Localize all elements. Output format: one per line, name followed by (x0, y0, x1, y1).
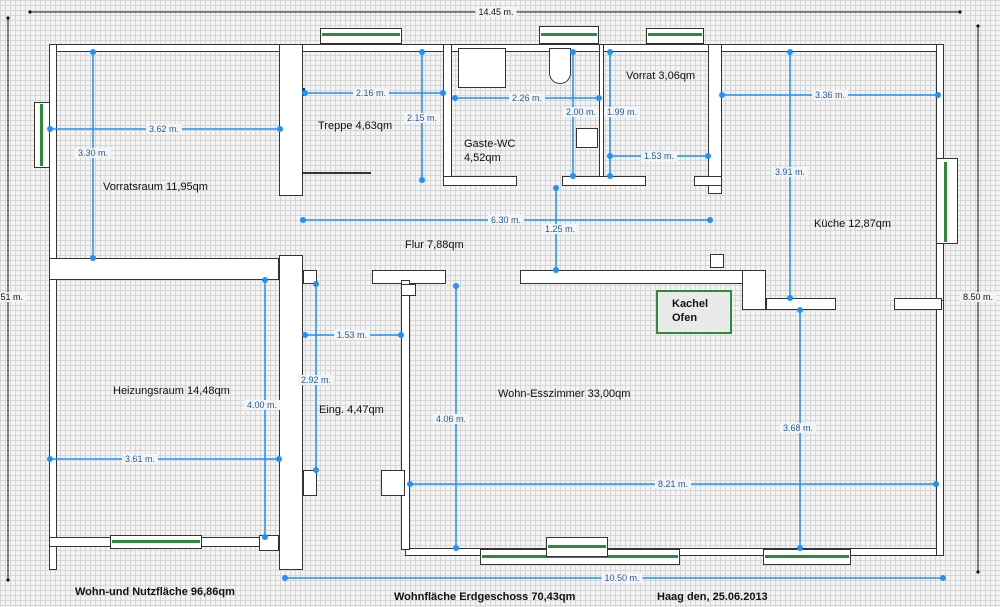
wall-eingang-door-stub-left (303, 470, 317, 496)
wall-wc-bottom (443, 176, 517, 186)
dim-kueche-width: 3.36 m. (811, 90, 849, 100)
window-right (936, 158, 958, 244)
window-bottom-2-glass (765, 555, 849, 558)
dim-vorratsraum-width: 3.62 m. (145, 124, 183, 134)
room-wohn-esszimmer: Wohn-Esszimmer 33,00qm (498, 388, 631, 400)
treppe-line-1 (303, 172, 371, 174)
dim-wohn-width: 8.21 m. (654, 479, 692, 489)
wall-vorrat-heizung (49, 258, 279, 280)
room-flur: Flur 7,88qm (405, 239, 464, 251)
dim-vorrat-depth: 1.99 m. (603, 107, 641, 117)
dim-wohn-depth-left: 4.06 m. (432, 414, 470, 424)
wall-vorrat-bottom (562, 176, 646, 186)
dim-overall-depth-left: 8.51 m. (0, 292, 27, 302)
dim-eingang-depth: 2.92 m. (297, 375, 335, 385)
room-treppe: Treppe 4,63qm (318, 120, 393, 132)
window-top-1-glass (322, 33, 400, 36)
dim-treppe-width: 2.16 m. (352, 88, 390, 98)
room-gaeste-wc-line2: 4,52qm (464, 152, 501, 164)
dim-flur-width: 1.25 m. (541, 224, 579, 234)
wall-flur-eingang (303, 270, 317, 284)
dim-vorrat-width: 1.53 m. (640, 151, 678, 161)
window-top-3 (646, 28, 704, 44)
dim-eingang-width: 1.53 m. (333, 330, 371, 340)
place-date: Haag den, 25.06.2013 (657, 591, 768, 603)
dim-front-width: 10.50 m. (601, 573, 643, 583)
dim-vorratsraum-depth: 3.30 m. (74, 148, 112, 158)
wall-kueche-step (742, 270, 766, 310)
wall-vorrat-kueche-foot (694, 176, 722, 186)
shower-tray (458, 48, 506, 88)
window-left-glass (40, 104, 43, 166)
wall-vorrat-kueche (708, 44, 722, 194)
dim-heizung-depth: 4.00 m. (243, 400, 281, 410)
room-eingang: Eing. 4,47qm (319, 404, 384, 416)
dim-treppe-depth: 2.15 m. (403, 113, 441, 123)
window-top-1 (320, 28, 402, 44)
dim-kueche-depth: 3.91 m. (771, 167, 809, 177)
room-heizungsraum: Heizungsraum 14,48qm (113, 385, 230, 397)
window-top-3-glass (648, 33, 702, 36)
sink (576, 128, 598, 148)
dim-overall-depth-right: 8.50 m. (959, 292, 997, 302)
wall-eingang-wohn-top (401, 284, 416, 296)
wall-vertical-left-upper (279, 44, 303, 196)
kachelofen-label-line2: Ofen (672, 312, 698, 324)
dim-wc-width: 2.26 m. (508, 93, 546, 103)
wall-vertical-left-lower (279, 255, 303, 570)
dim-wc-depth: 2.00 m. (562, 107, 600, 117)
room-kueche: Küche 12,87qm (814, 218, 892, 230)
room-vorratsraum: Vorratsraum 11,95qm (103, 181, 208, 193)
outer-wall-left (49, 44, 57, 570)
wall-eingang-door-stub (381, 470, 405, 496)
total-area: Wohn-und Nutzfläche 96,86qm (75, 586, 235, 598)
room-gaeste-wc-line1: Gaste-WC (464, 138, 516, 150)
window-right-glass (944, 162, 947, 242)
wall-kueche-bottom-right (894, 298, 942, 310)
living-area: Wohnfläche Erdgeschoss 70,43qm (394, 591, 576, 603)
kachelofen (656, 290, 732, 334)
wall-eingang-wohn (401, 280, 410, 550)
dim-overall-width: 14.45 m. (475, 7, 517, 17)
window-bottom-left-glass (112, 540, 200, 543)
dim-flur-length: 6.30 m. (487, 215, 525, 225)
dim-wohn-depth-right: 3.68 m. (779, 423, 817, 433)
dim-heizung-width: 3.61 m. (121, 454, 159, 464)
room-vorrat: Vorrat 3,06qm (626, 70, 696, 82)
wall-kueche-flur (710, 254, 724, 268)
kachelofen-label-line1: Kachel (672, 298, 709, 310)
window-top-2-glass (541, 33, 597, 36)
window-bottom-door-glass (548, 545, 606, 548)
